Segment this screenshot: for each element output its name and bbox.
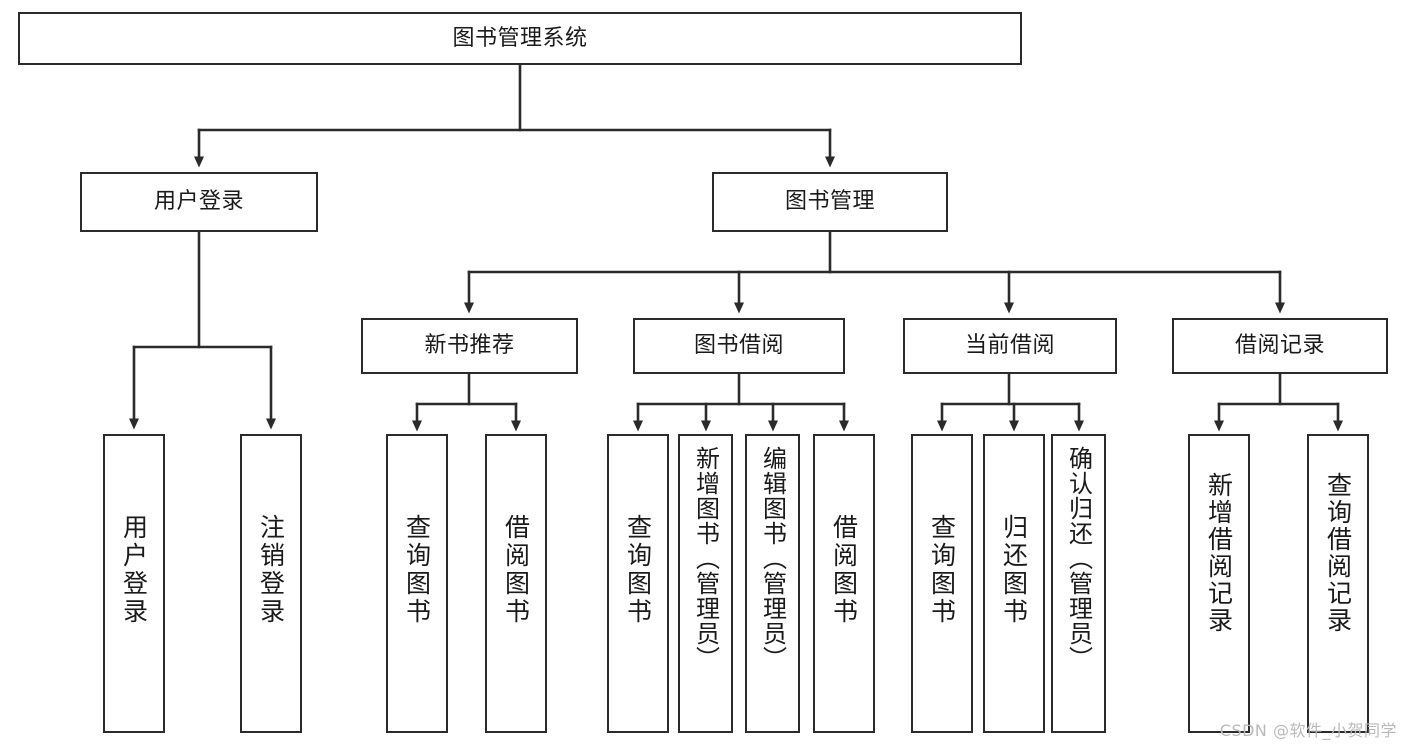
node-leaf-edit-book-admin-label: 编辑图书（管理员） xyxy=(758,446,787,671)
node-leaf-return-book[interactable]: 归还图书 xyxy=(983,434,1045,733)
node-leaf-query-book-borrow[interactable]: 查询图书 xyxy=(607,434,669,733)
node-leaf-edit-book-admin[interactable]: 编辑图书（管理员） xyxy=(745,434,800,733)
node-book-management-label: 图书管理 xyxy=(784,189,875,215)
node-leaf-query-book-recommend-label: 查询图书 xyxy=(402,514,432,626)
node-leaf-logout-login[interactable]: 注销登录 xyxy=(240,434,302,733)
watermark-text: CSDN @软件_小贺同学 xyxy=(1219,721,1397,740)
node-leaf-query-book-current[interactable]: 查询图书 xyxy=(911,434,973,733)
node-book-management[interactable]: 图书管理 xyxy=(712,172,948,232)
node-leaf-borrow-book-recommend[interactable]: 借阅图书 xyxy=(485,434,547,733)
node-borrow-record-label: 借阅记录 xyxy=(1234,333,1325,359)
node-leaf-query-borrow-record-label: 查询借阅记录 xyxy=(1323,472,1353,634)
node-leaf-confirm-return-admin-label: 确认归还（管理员） xyxy=(1064,446,1093,671)
node-leaf-borrow-book-recommend-label: 借阅图书 xyxy=(501,514,531,626)
node-leaf-confirm-return-admin[interactable]: 确认归还（管理员） xyxy=(1051,434,1106,733)
node-user-login[interactable]: 用户登录 xyxy=(80,172,318,232)
node-leaf-user-login-label: 用户登录 xyxy=(119,514,149,626)
node-leaf-query-borrow-record[interactable]: 查询借阅记录 xyxy=(1307,434,1369,733)
node-leaf-query-book-current-label: 查询图书 xyxy=(927,514,957,626)
node-leaf-add-book-admin[interactable]: 新增图书（管理员） xyxy=(678,434,733,733)
node-leaf-query-book-borrow-label: 查询图书 xyxy=(623,514,653,626)
node-new-book-recommend[interactable]: 新书推荐 xyxy=(361,318,578,374)
node-leaf-borrow-book[interactable]: 借阅图书 xyxy=(813,434,875,733)
node-book-borrow-label: 图书借阅 xyxy=(693,333,784,359)
node-leaf-logout-login-label: 注销登录 xyxy=(256,514,286,626)
node-leaf-query-book-recommend[interactable]: 查询图书 xyxy=(386,434,448,733)
node-leaf-add-book-admin-label: 新增图书（管理员） xyxy=(691,446,720,671)
node-book-borrow[interactable]: 图书借阅 xyxy=(633,318,845,374)
node-leaf-return-book-label: 归还图书 xyxy=(999,514,1029,626)
node-leaf-add-borrow-record[interactable]: 新增借阅记录 xyxy=(1188,434,1250,733)
node-borrow-record[interactable]: 借阅记录 xyxy=(1172,318,1388,374)
node-leaf-add-borrow-record-label: 新增借阅记录 xyxy=(1204,472,1234,634)
node-root[interactable]: 图书管理系统 xyxy=(18,12,1022,65)
node-leaf-borrow-book-label: 借阅图书 xyxy=(829,514,859,626)
node-root-label: 图书管理系统 xyxy=(452,25,588,51)
node-current-borrow[interactable]: 当前借阅 xyxy=(903,318,1117,374)
node-leaf-user-login[interactable]: 用户登录 xyxy=(103,434,165,733)
node-new-book-recommend-label: 新书推荐 xyxy=(424,333,515,359)
node-user-login-label: 用户登录 xyxy=(153,189,244,215)
node-current-borrow-label: 当前借阅 xyxy=(964,333,1055,359)
